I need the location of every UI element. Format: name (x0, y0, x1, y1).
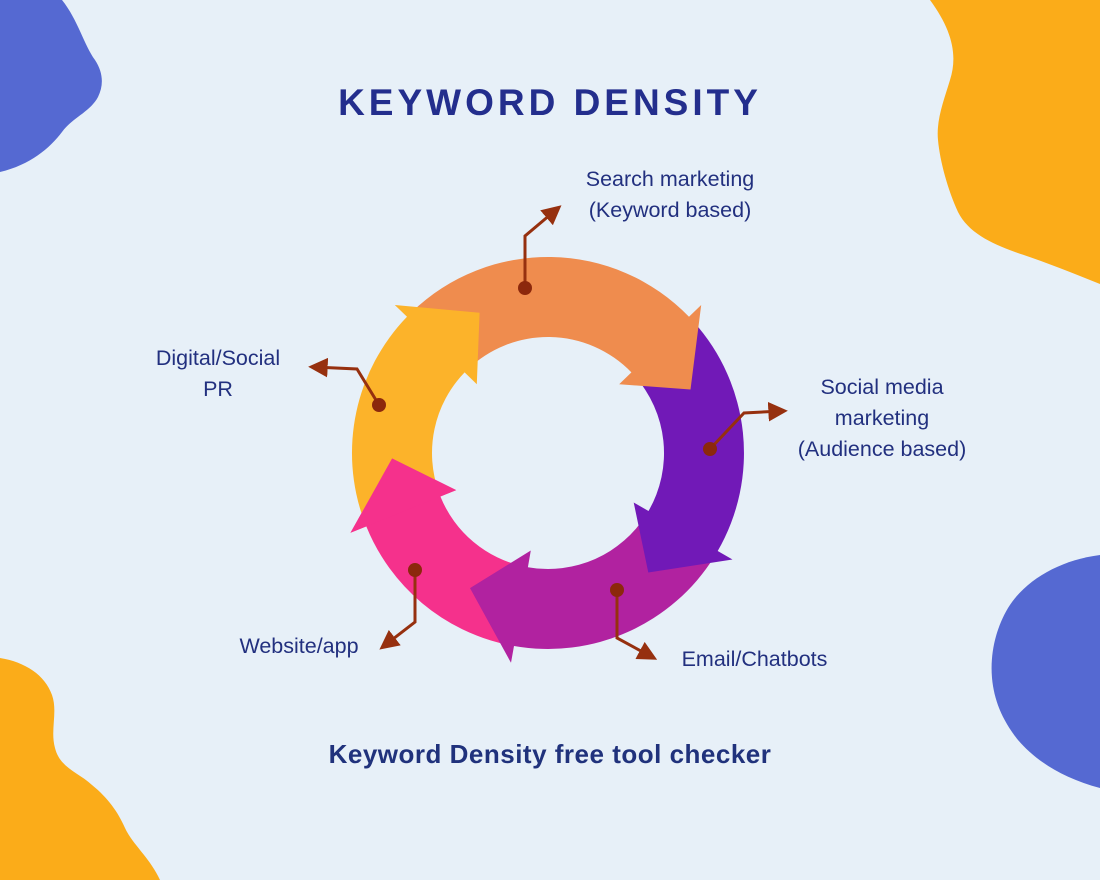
connector-dot-icon (703, 442, 717, 456)
label-search-marketing: Search marketing (Keyword based) (585, 167, 755, 222)
connector-arrow-icon (379, 570, 417, 650)
cycle-arrow-yellow (351, 305, 480, 520)
label-email-chatbots: Email/Chatbots (681, 647, 828, 671)
label-digital-social-pr: Digital/Social PR (155, 346, 281, 401)
connector-website (379, 563, 422, 650)
caption: Keyword Density free tool checker (328, 739, 772, 769)
label-website-app: Website/app (239, 634, 359, 658)
cycle-arrow-pink-head (350, 458, 457, 533)
connector-arrow-icon (308, 357, 381, 406)
blob-bottom-left-icon (0, 658, 160, 880)
connector-social (703, 401, 788, 456)
blob-top-right-icon (930, 0, 1100, 284)
connector-email (610, 583, 658, 660)
connector-arrow-icon (708, 401, 788, 451)
label-connectors (308, 205, 788, 660)
connector-dot-icon (408, 563, 422, 577)
blob-top-left-icon (0, 0, 102, 172)
connector-arrow-icon (615, 590, 658, 660)
connector-search (518, 205, 562, 295)
connector-dot-icon (610, 583, 624, 597)
connector-arrow-icon (523, 205, 562, 288)
connector-digital (308, 357, 386, 412)
connector-dot-icon (518, 281, 532, 295)
blob-bottom-right-icon (991, 555, 1100, 788)
connector-dot-icon (372, 398, 386, 412)
label-social-media-marketing: Social media marketing (Audience based) (797, 375, 967, 461)
page-title: KEYWORD DENSITY (338, 82, 762, 123)
cycle-arrows (350, 256, 744, 663)
cycle-arrow-orange (411, 256, 702, 390)
